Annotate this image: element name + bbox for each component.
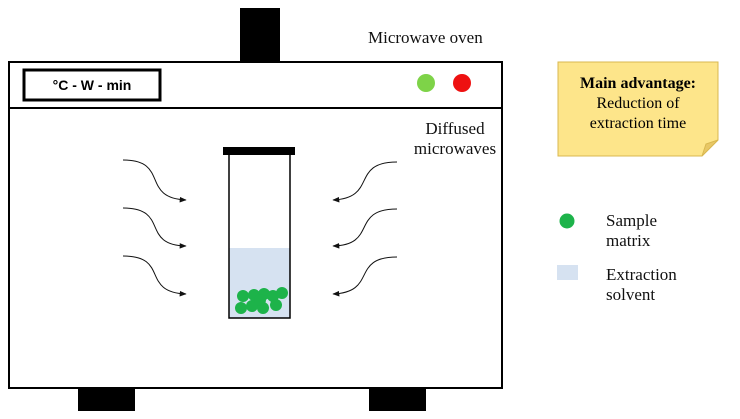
sample-matrix-particles xyxy=(235,287,288,314)
green-indicator-light xyxy=(417,74,435,92)
note-line2: extraction time xyxy=(589,115,687,132)
oven-body xyxy=(8,61,503,389)
oven-display-text: °C - W - min xyxy=(52,77,132,93)
diffused-label-line1: Diffused xyxy=(425,119,485,138)
note-title: Main advantage: xyxy=(580,75,696,92)
red-indicator-light xyxy=(453,74,471,92)
legend-sample-line1: Sample xyxy=(606,211,657,230)
oven-display xyxy=(22,68,162,102)
legend-solvent-line1: Extraction xyxy=(606,265,677,284)
note-text: Main advantage: Reduction of extraction … xyxy=(558,74,718,134)
legend-sample-line2: matrix xyxy=(606,231,651,250)
microwave-arrow-right-3 xyxy=(332,256,398,297)
legend-sample-label: Sample matrix xyxy=(606,211,657,251)
oven-title-label: Microwave oven xyxy=(368,28,483,47)
legend-solvent-label: Extraction solvent xyxy=(606,265,677,305)
microwave-arrow-right-2 xyxy=(332,208,398,249)
microwave-arrow-right-1 xyxy=(332,161,398,203)
microwave-arrow-left-3 xyxy=(122,255,187,297)
legend-solvent-symbol xyxy=(557,265,578,280)
sample-particle xyxy=(270,299,282,311)
sample-particle xyxy=(237,290,249,302)
diffused-microwaves-label: Diffused microwaves xyxy=(395,119,515,159)
tube-cap xyxy=(223,147,295,155)
legend-solvent-line2: solvent xyxy=(606,285,656,304)
diffused-label-line2: microwaves xyxy=(413,139,497,158)
microwave-arrow-left-2 xyxy=(122,207,187,249)
sample-particle xyxy=(276,287,288,299)
note-line1: Reduction of xyxy=(596,95,680,112)
oven-foot-left xyxy=(78,388,135,411)
tube-wall xyxy=(228,155,291,319)
sample-particle xyxy=(254,294,266,306)
oven-chimney xyxy=(240,8,280,62)
oven-foot-right xyxy=(369,388,426,411)
sample-particle xyxy=(235,302,247,314)
legend-sample-symbol xyxy=(559,213,575,229)
microwave-arrow-left-1 xyxy=(122,159,187,203)
note-fold-corner xyxy=(701,139,719,157)
